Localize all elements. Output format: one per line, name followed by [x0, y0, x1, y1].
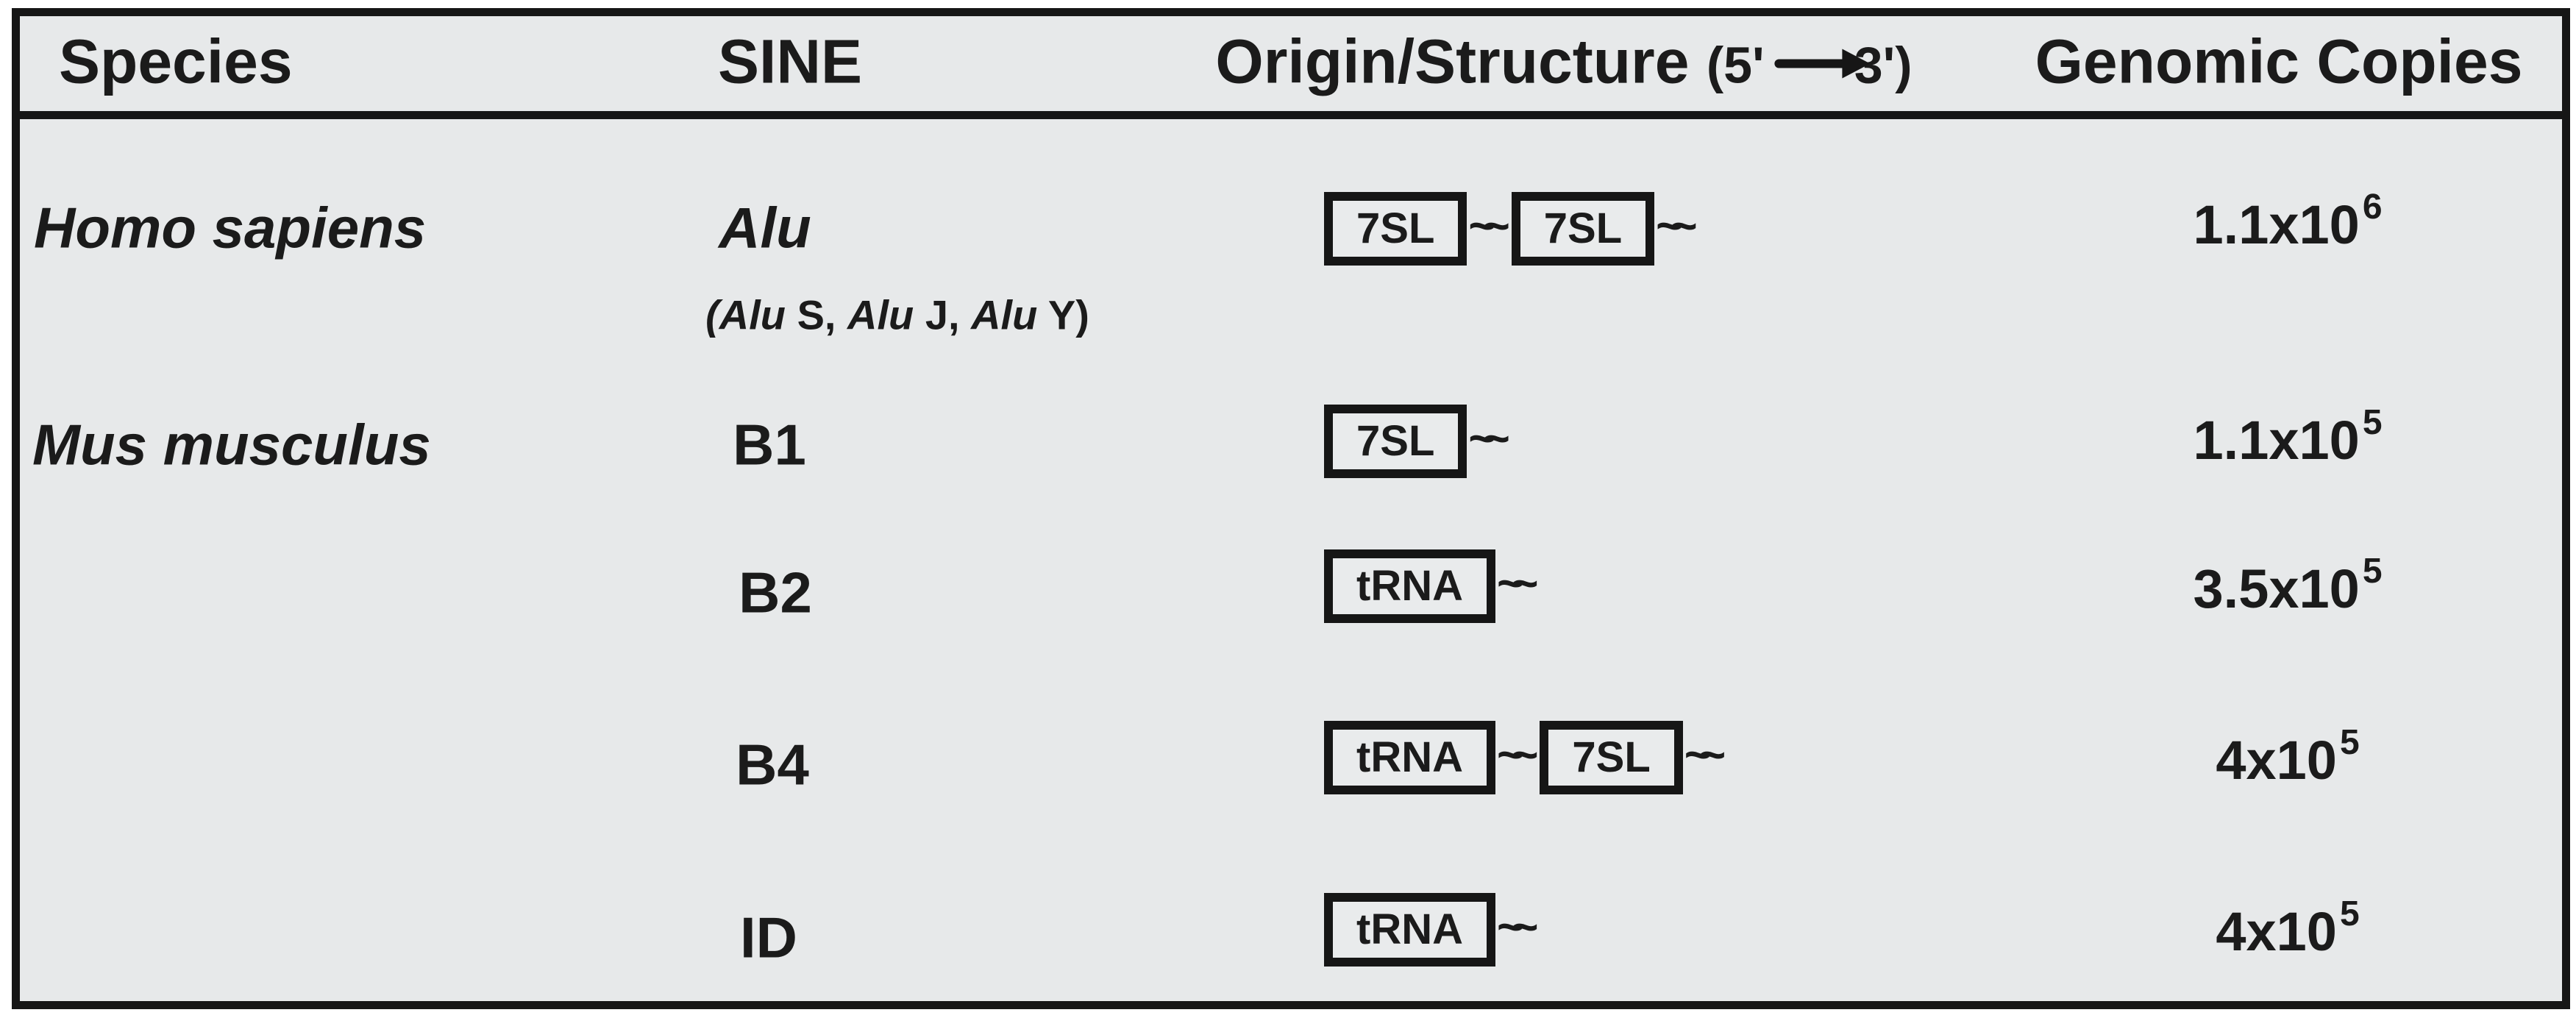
- structure-box: tRNA: [1324, 721, 1495, 794]
- exponent: 5: [2362, 403, 2383, 443]
- genomic-copies-value: 1.1x105: [2193, 403, 2383, 471]
- exponent: 5: [2339, 723, 2360, 763]
- genomic-copies-value: 1.1x106: [2193, 188, 2383, 255]
- structure-diagram: tRNA ~~ 7SL ~~: [1324, 721, 1727, 794]
- structure-diagram: 7SL ~~ 7SL ~~: [1324, 192, 1699, 266]
- poly-a-tail: ~~: [1496, 729, 1539, 780]
- sine-name: B2: [739, 560, 812, 625]
- origin-header-label: Origin/Structure: [1215, 26, 1690, 96]
- table-frame: [12, 8, 2570, 1009]
- genomic-copies-value: 3.5x105: [2193, 552, 2383, 619]
- sine-name: ID: [740, 905, 797, 970]
- genomic-copies-value: 4x105: [2216, 723, 2360, 791]
- copies-column-header: Genomic Copies: [2035, 26, 2523, 96]
- structure-box: 7SL: [1324, 405, 1467, 478]
- structure-box: tRNA: [1324, 893, 1495, 967]
- structure-box: 7SL: [1511, 192, 1655, 266]
- sine-name: Alu: [719, 195, 811, 260]
- five-to-three-arrow-icon: [1774, 49, 1871, 79]
- sine-name: B1: [733, 412, 806, 477]
- alu-subfamilies-note: (Alu S, Alu J, Alu Y): [705, 291, 1089, 338]
- structure-box: 7SL: [1324, 192, 1467, 266]
- poly-a-tail: ~~: [1468, 413, 1510, 464]
- species-name: Mus musculus: [32, 412, 431, 477]
- sine-column-header: SINE: [717, 26, 863, 96]
- poly-a-tail: ~~: [1684, 729, 1726, 780]
- structure-diagram: 7SL ~~: [1324, 405, 1512, 478]
- header-separator-line: [20, 111, 2562, 119]
- genomic-copies-value: 4x105: [2216, 894, 2360, 962]
- poly-a-tail: ~~: [1468, 200, 1510, 252]
- exponent: 5: [2339, 894, 2360, 934]
- poly-a-tail: ~~: [1496, 901, 1539, 953]
- poly-a-tail: ~~: [1656, 200, 1698, 252]
- structure-box: tRNA: [1324, 549, 1495, 623]
- species-name: Homo sapiens: [34, 195, 427, 260]
- origin-column-header: Origin/Structure (5'3'): [1215, 26, 1912, 98]
- structure-diagram: tRNA ~~: [1324, 893, 1540, 967]
- exponent: 5: [2362, 552, 2383, 591]
- poly-a-tail: ~~: [1496, 558, 1539, 609]
- structure-box: 7SL: [1540, 721, 1683, 794]
- sine-name: B4: [736, 732, 809, 797]
- origin-header-direction: (5'3'): [1706, 36, 1913, 94]
- structure-diagram: tRNA ~~: [1324, 549, 1540, 623]
- species-column-header: Species: [59, 26, 293, 96]
- exponent: 6: [2362, 188, 2383, 227]
